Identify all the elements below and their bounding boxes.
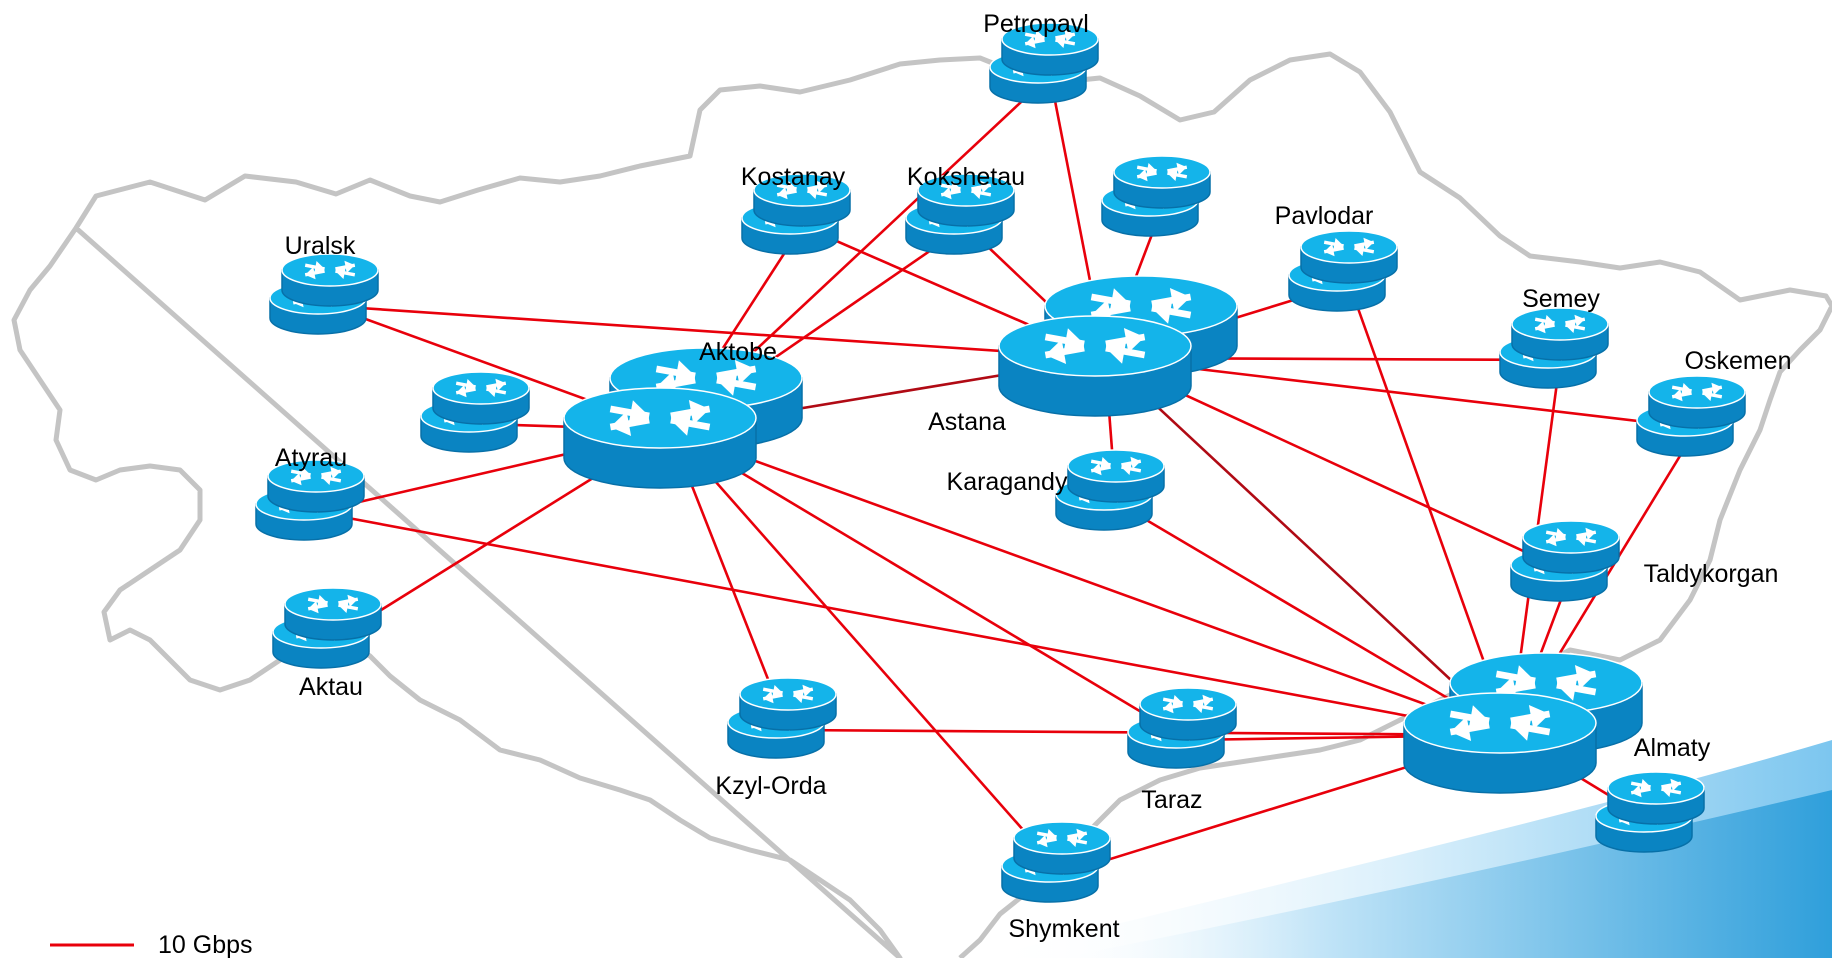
label-oskemen: Oskemen [1685, 347, 1792, 375]
label-uralsk: Uralsk [285, 232, 356, 260]
router-taldykorgan[interactable]: Taldykorgan [1510, 520, 1779, 602]
router-taraz[interactable]: Taraz [1127, 687, 1237, 814]
router-kzylorda[interactable]: Kzyl-Orda [715, 677, 837, 800]
link-aktobe-almaty [669, 428, 1511, 737]
router-oskemen[interactable]: Oskemen [1636, 347, 1792, 457]
legend: 10 Gbps [50, 931, 253, 958]
label-kostanay: Kostanay [741, 163, 846, 191]
router-astana_ext[interactable] [1101, 155, 1211, 237]
label-astana: Astana [928, 408, 1006, 436]
link-atyrau-almaty [315, 510, 1511, 737]
country-outline [11, 51, 1832, 958]
decorative-swoosh [980, 733, 1832, 958]
label-aktobe: Aktobe [699, 338, 777, 366]
router-aktobe_ext[interactable] [420, 371, 530, 453]
router-aktau[interactable]: Aktau [272, 587, 382, 701]
label-aktau: Aktau [299, 673, 363, 701]
router-kostanay[interactable]: Kostanay [741, 163, 851, 255]
link-oskemen-astana [1104, 356, 1698, 430]
router-astana[interactable]: Astana [928, 275, 1238, 436]
router-almaty[interactable]: Almaty [1403, 652, 1711, 794]
router-shymkent[interactable]: Shymkent [1001, 821, 1120, 943]
router-kokshetau[interactable]: Kokshetau [905, 163, 1025, 255]
label-taldykorgan: Taldykorgan [1644, 560, 1779, 588]
legend-label: 10 Gbps [158, 931, 253, 958]
router-pavlodar[interactable]: Pavlodar [1275, 202, 1398, 312]
router-almaty_ext[interactable] [1595, 771, 1705, 853]
label-taraz: Taraz [1141, 786, 1202, 814]
label-petropavl: Petropavl [983, 10, 1089, 38]
router-semey[interactable]: Semey [1499, 285, 1609, 389]
label-pavlodar: Pavlodar [1275, 202, 1374, 230]
label-atyrau: Atyrau [275, 444, 347, 472]
label-kzylorda: Kzyl-Orda [715, 772, 826, 800]
link-astana-almaty [1104, 357, 1511, 736]
label-karagandy: Karagandy [947, 468, 1068, 496]
router-aktobe[interactable]: Aktobe [563, 338, 803, 489]
link-karagandy-almaty [1115, 500, 1511, 737]
label-almaty: Almaty [1634, 734, 1711, 762]
router-uralsk[interactable]: Uralsk [269, 232, 379, 335]
label-semey: Semey [1522, 285, 1600, 313]
link-uralsk-astana [329, 304, 1106, 360]
router-atyrau[interactable]: Atyrau [255, 444, 365, 541]
router-karagandy[interactable]: Karagandy [947, 449, 1165, 531]
link-taraz-aktobe [669, 428, 1189, 742]
label-shymkent: Shymkent [1008, 915, 1119, 943]
label-kokshetau: Kokshetau [907, 163, 1025, 191]
link-shymkent-aktobe [669, 429, 1063, 875]
router-petropavl[interactable]: Petropavl [983, 10, 1099, 104]
